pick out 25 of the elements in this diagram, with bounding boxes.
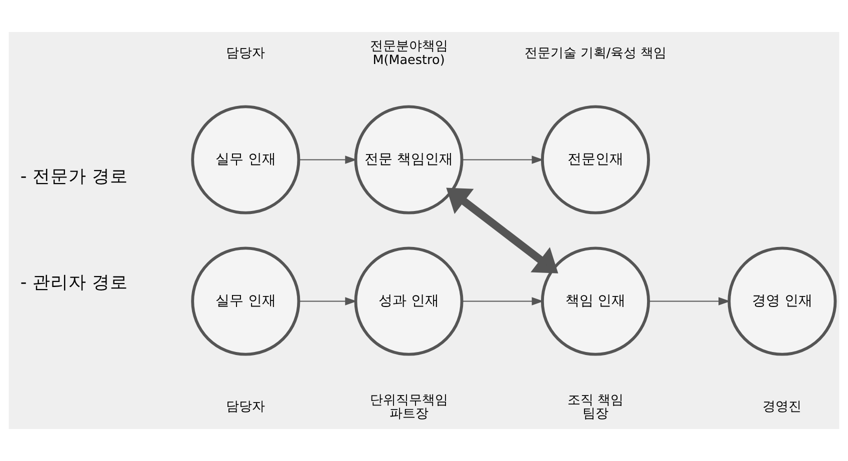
node-label: 담당자 — [226, 400, 266, 415]
node-label: 조직 책임 — [567, 392, 624, 408]
node-label: M(Maestro) — [372, 52, 445, 68]
node-circle: 경영 인재 — [728, 246, 837, 356]
node-label: 팀장 — [582, 406, 608, 422]
node-circle: 전문 책임인재 — [354, 105, 464, 214]
node-circle: 실무 인재 — [191, 246, 300, 356]
arrow — [461, 156, 544, 164]
arrow — [446, 188, 558, 274]
node-label: 단위직무책임 — [370, 392, 448, 408]
node-label: 전문기술 기획/육성 책임 — [524, 46, 667, 61]
node-circle: 실무 인재 — [191, 105, 300, 214]
node-label: 전문분야책임 — [370, 39, 448, 54]
node-circle: 성과 인재 — [354, 246, 464, 356]
node-circle: 책임 인재 — [540, 246, 650, 356]
node-label: 파트장 — [389, 406, 428, 422]
arrow — [648, 297, 730, 306]
label: - 전문가 경로 — [20, 166, 128, 187]
label: - 관리자 경로 — [20, 272, 128, 293]
node-label: 경영진 — [762, 400, 802, 415]
node-circle: 전문인재 — [540, 105, 650, 214]
arrow — [298, 156, 357, 164]
arrow — [461, 297, 544, 306]
arrow — [298, 297, 357, 306]
node-label: 담당자 — [226, 46, 266, 61]
